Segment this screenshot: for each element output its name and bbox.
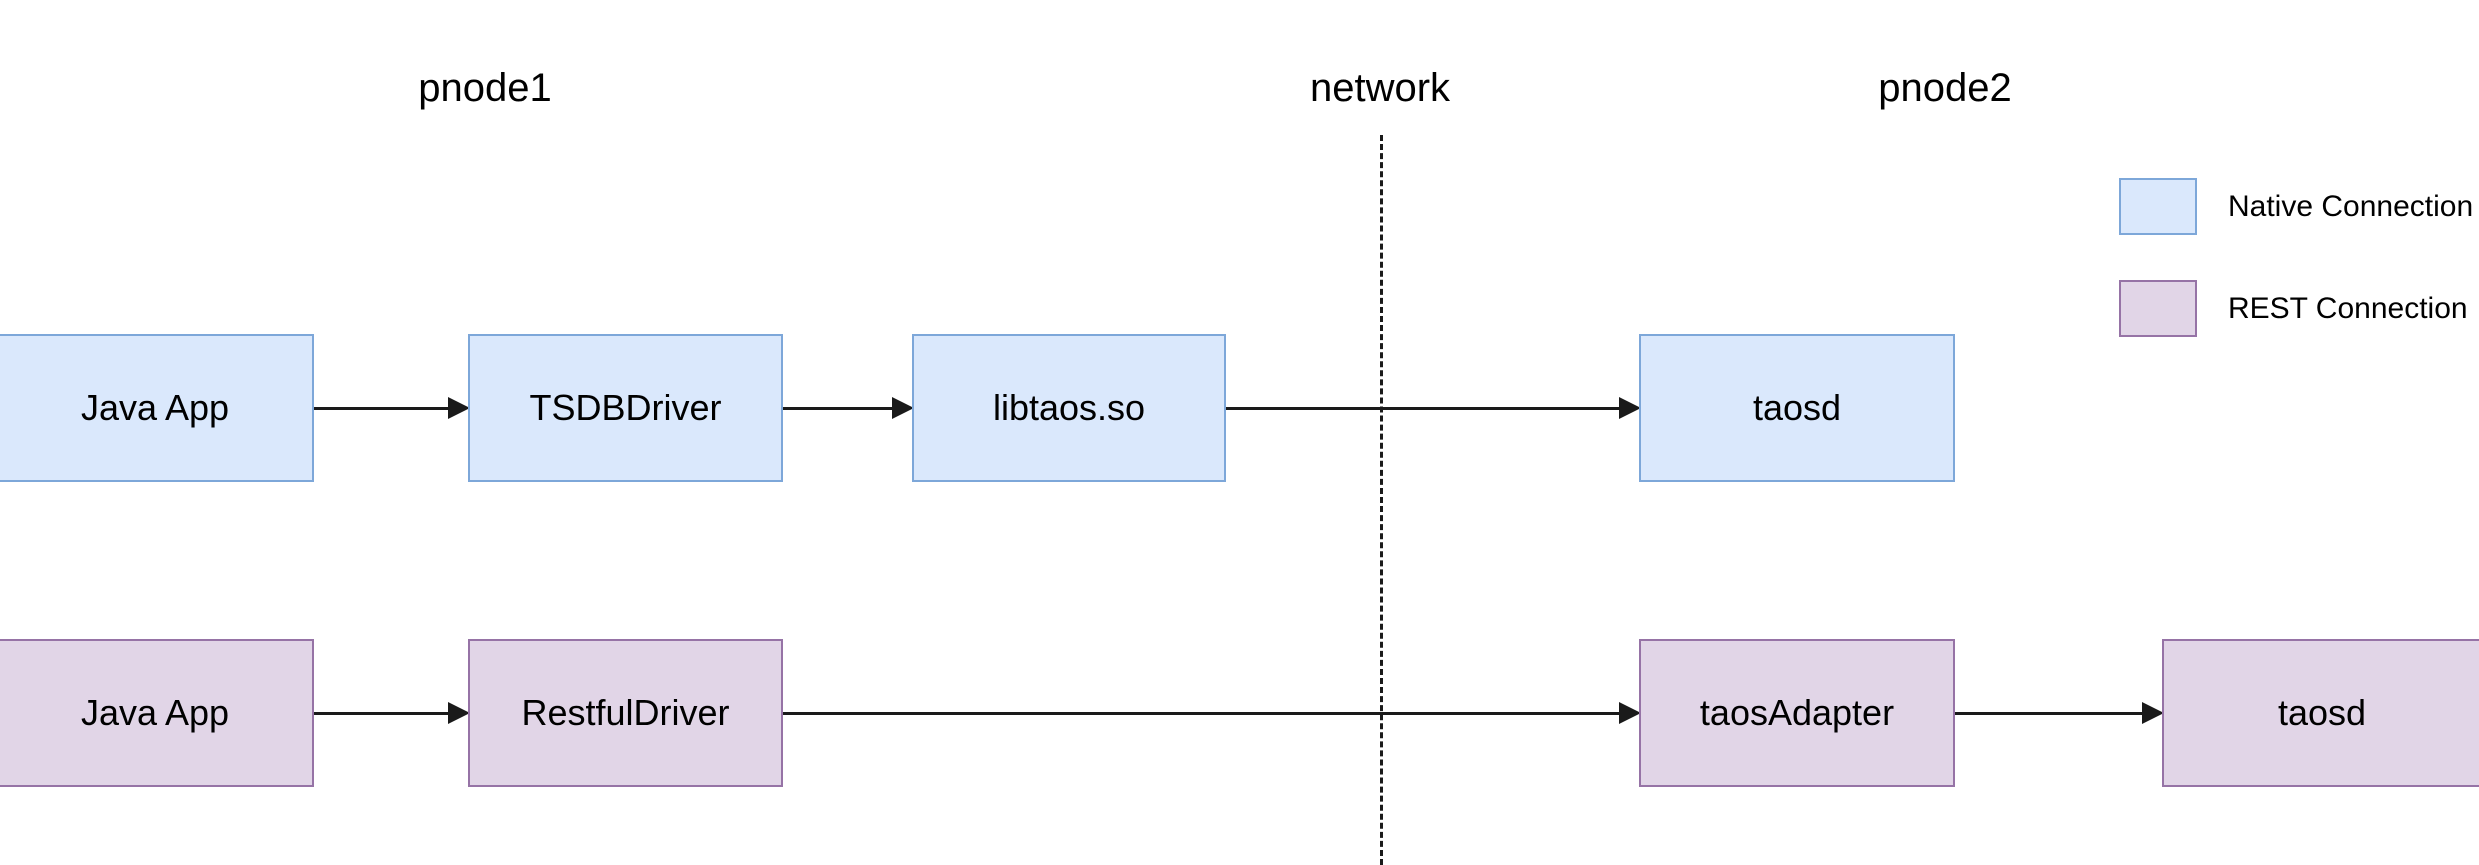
node-label: TSDBDriver — [529, 387, 722, 428]
node-label: taosd — [1752, 387, 1842, 428]
native-connection-flow-arrowhead-1 — [892, 397, 914, 419]
node-label: RestfulDriver — [521, 692, 730, 733]
rest-connection-flow-arrowhead-2 — [2142, 702, 2164, 724]
native-connection-flow-arrowhead-0 — [448, 397, 470, 419]
network-boundary — [1380, 135, 1383, 865]
node-taosd-native[interactable]: taosd — [1639, 334, 1955, 482]
node-libtaos-so-native[interactable]: libtaos.so — [912, 334, 1226, 482]
node-label: libtaos.so — [992, 387, 1146, 428]
node-tsdbdriver-native[interactable]: TSDBDriver — [468, 334, 783, 482]
native-connection-flow-connector-0 — [314, 407, 450, 410]
node-label: Java App — [80, 387, 230, 428]
node-label: Java App — [80, 692, 230, 733]
legend-swatch-rest — [2119, 280, 2197, 337]
rest-connection-flow-connector-2 — [1955, 712, 2144, 715]
node-label: taosd — [2277, 692, 2367, 733]
legend-swatch-native — [2119, 178, 2197, 235]
node-taosadapter-rest[interactable]: taosAdapter — [1639, 639, 1955, 787]
zone-label-pnode2: pnode2 — [1878, 66, 2012, 110]
node-taosd-rest[interactable]: taosd — [2162, 639, 2479, 787]
legend-label-native: Native Connection — [2228, 190, 2474, 223]
node-java-app-native[interactable]: Java App — [0, 334, 314, 482]
native-connection-flow-arrowhead-2 — [1619, 397, 1641, 419]
rest-connection-flow-connector-1 — [783, 712, 1621, 715]
node-restfuldriver-rest[interactable]: RestfulDriver — [468, 639, 783, 787]
legend-label-rest: REST Connection — [2228, 292, 2468, 325]
node-label: taosAdapter — [1699, 692, 1895, 733]
rest-connection-flow-connector-0 — [314, 712, 450, 715]
zone-label-pnode1: pnode1 — [418, 66, 552, 110]
node-java-app-rest[interactable]: Java App — [0, 639, 314, 787]
zone-label-network: network — [1309, 66, 1451, 110]
native-connection-flow-connector-2 — [1226, 407, 1621, 410]
rest-connection-flow-arrowhead-1 — [1619, 702, 1641, 724]
native-connection-flow-connector-1 — [783, 407, 894, 410]
rest-connection-flow-arrowhead-0 — [448, 702, 470, 724]
